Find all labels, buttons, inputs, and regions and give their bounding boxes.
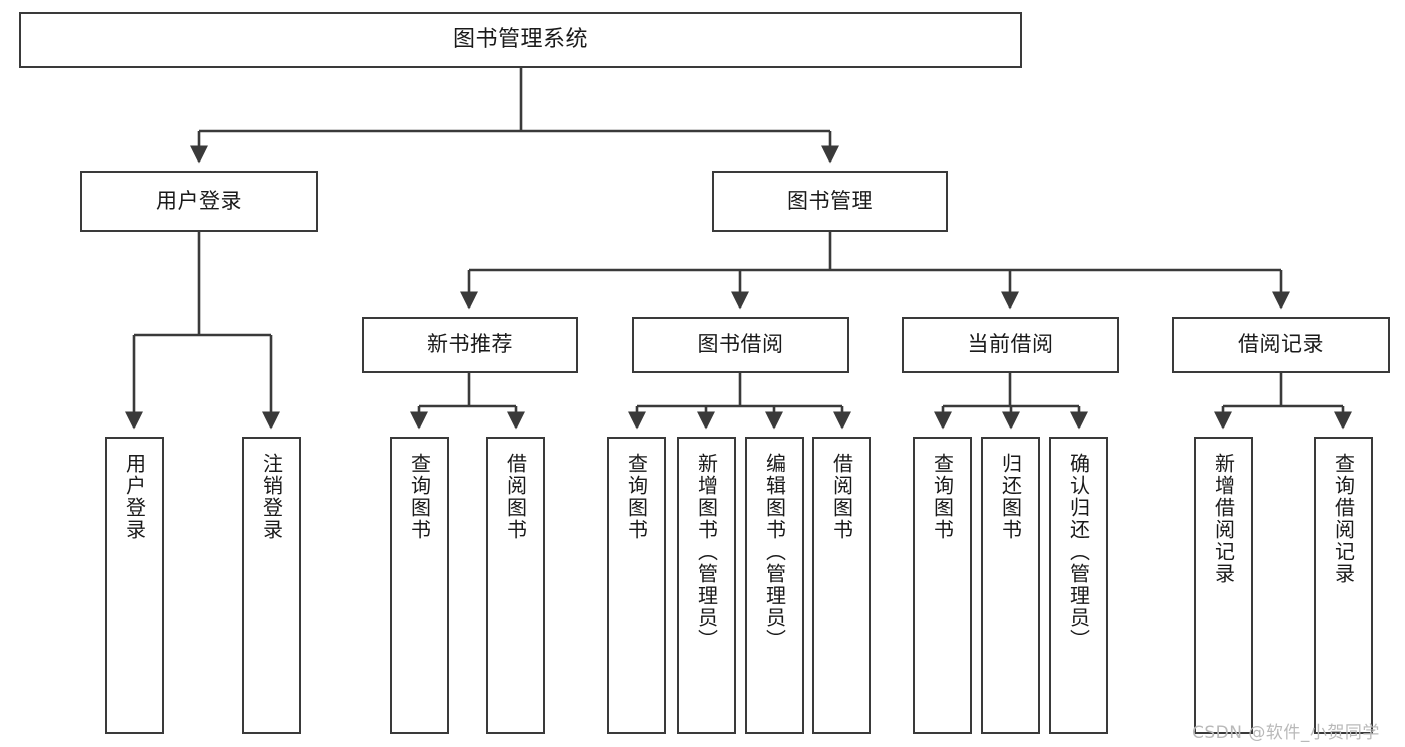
leaf-borrow-record-query-record[interactable]: 查询借阅记录 (1314, 437, 1373, 734)
node-label: 查询借阅记录 (1331, 453, 1356, 585)
leaf-new-book-query-book[interactable]: 查询图书 (390, 437, 449, 734)
node-label: 查询图书 (407, 453, 432, 541)
node-root-book-management-system[interactable]: 图书管理系统 (19, 12, 1022, 68)
leaf-borrow-record-add-record[interactable]: 新增借阅记录 (1194, 437, 1253, 734)
node-label: 注销登录 (259, 453, 284, 541)
csdn-watermark: CSDN @软件_小贺同学 (1192, 723, 1380, 743)
node-label: 借阅图书 (503, 453, 528, 541)
node-current-borrow[interactable]: 当前借阅 (902, 317, 1119, 373)
node-borrow-record[interactable]: 借阅记录 (1172, 317, 1390, 373)
leaf-current-borrow-return-book[interactable]: 归还图书 (981, 437, 1040, 734)
leaf-book-borrow-borrow-book[interactable]: 借阅图书 (812, 437, 871, 734)
leaf-new-book-borrow-book[interactable]: 借阅图书 (486, 437, 545, 734)
node-user-login[interactable]: 用户登录 (80, 171, 318, 232)
node-book-borrow[interactable]: 图书借阅 (632, 317, 849, 373)
node-label: 图书借阅 (697, 332, 784, 357)
node-label: 用户登录 (122, 453, 147, 541)
leaf-current-borrow-confirm-return-admin[interactable]: 确认归还（管理员） (1049, 437, 1108, 734)
node-label: 新书推荐 (427, 332, 513, 357)
node-label: 归还图书 (998, 453, 1023, 541)
leaf-book-borrow-edit-book-admin[interactable]: 编辑图书（管理员） (745, 437, 804, 734)
node-label: 借阅图书 (829, 453, 854, 541)
leaf-book-borrow-add-book-admin[interactable]: 新增图书（管理员） (677, 437, 736, 734)
node-label: 查询图书 (624, 453, 649, 541)
node-label: 借阅记录 (1238, 332, 1324, 357)
node-label: 编辑图书（管理员） (762, 453, 787, 651)
node-label: 图书管理 (787, 188, 873, 213)
node-label: 新增借阅记录 (1211, 453, 1236, 585)
leaf-user-login-login[interactable]: 用户登录 (105, 437, 164, 734)
leaf-current-borrow-query-book[interactable]: 查询图书 (913, 437, 972, 734)
node-label: 确认归还（管理员） (1066, 453, 1091, 651)
leaf-book-borrow-query-book[interactable]: 查询图书 (607, 437, 666, 734)
node-book-management[interactable]: 图书管理 (712, 171, 948, 232)
node-label: 当前借阅 (967, 332, 1054, 357)
node-label: 用户登录 (156, 188, 242, 213)
node-label: 新增图书（管理员） (694, 453, 719, 651)
node-label: 查询图书 (930, 453, 955, 541)
leaf-user-login-logout[interactable]: 注销登录 (242, 437, 301, 734)
node-new-book-recommend[interactable]: 新书推荐 (362, 317, 578, 373)
node-label: 图书管理系统 (452, 26, 588, 52)
